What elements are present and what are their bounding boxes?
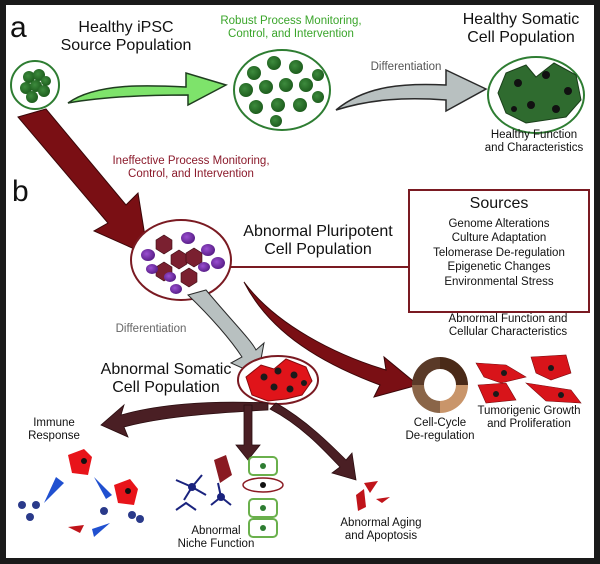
abnormal-niche-label: Abnormal Niche Function xyxy=(166,525,266,551)
immune-response-illustration xyxy=(18,449,144,537)
abnormal-aging-label: Abnormal Aging and Apoptosis xyxy=(326,517,436,543)
apoptosis-fragments xyxy=(356,481,390,511)
abnormal-somatic-line1: Abnormal Somatic xyxy=(100,361,232,378)
differentiation-label-b: Differentiation xyxy=(115,323,187,335)
healthy-somatic-title: Healthy Somatic Cell Population xyxy=(446,11,596,48)
abnormal-function-line1: Abnormal Function and xyxy=(448,313,568,325)
tumorigenic-cells xyxy=(475,354,582,404)
sources-list: Genome Alterations Culture Adaptation Te… xyxy=(409,217,589,289)
healthy-somatic-circle xyxy=(487,56,585,134)
healthy-ipsc-title: Healthy iPSC Source Population xyxy=(46,19,206,56)
diagram-canvas: a b Healthy iPSC Source Population Robus… xyxy=(6,5,594,558)
healthy-function-line2: and Characteristics xyxy=(484,142,584,155)
tumorigenic-line1: Tumorigenic Growth xyxy=(477,405,581,417)
niche-line2: Niche Function xyxy=(177,538,255,551)
cell-cycle-label: Cell-Cycle De-regulation xyxy=(400,417,480,443)
aging-line2: and Apoptosis xyxy=(344,530,418,543)
healthy-somatic-title-line2: Cell Population xyxy=(467,29,575,47)
source-item: Telomerase De-regulation xyxy=(433,246,565,259)
healthy-ipsc-source-circle xyxy=(10,60,60,110)
healthy-expanded-population xyxy=(233,49,331,131)
immune-line1: Immune xyxy=(33,417,75,429)
cell-cycle-line1: Cell-Cycle xyxy=(413,417,467,429)
cell-cycle-donut xyxy=(412,357,468,413)
source-item: Genome Alterations xyxy=(448,218,550,230)
healthy-somatic-title-line1: Healthy Somatic xyxy=(462,11,580,28)
source-item: Culture Adaptation xyxy=(451,232,547,245)
outcome-branch-arrows xyxy=(100,401,357,481)
tumorigenic-label: Tumorigenic Growth and Proliferation xyxy=(464,405,594,431)
abnormal-niche-illustration xyxy=(175,455,284,538)
healthy-ipsc-title-line2: Source Population xyxy=(60,37,192,55)
abnormal-somatic-line2: Cell Population xyxy=(112,379,220,397)
panel-label-a: a xyxy=(10,11,27,44)
abnormal-pluripotent-line1: Abnormal Pluripotent xyxy=(243,223,393,240)
abnormal-pluripotent-circle xyxy=(130,219,232,301)
immune-line2: Response xyxy=(28,430,80,443)
robust-process-label: Robust Process Monitoring, Control, and … xyxy=(196,15,386,41)
healthy-function-label: Healthy Function and Characteristics xyxy=(474,129,594,155)
abnormal-function-line2: Cellular Characteristics xyxy=(448,326,568,339)
source-item: Epigenetic Changes xyxy=(447,261,551,274)
sources-box xyxy=(408,189,590,313)
ineffective-process-arrow xyxy=(17,108,149,256)
ineffective-label-line1: Ineffective Process Monitoring, xyxy=(112,155,270,167)
healthy-ipsc-title-line1: Healthy iPSC xyxy=(78,19,174,36)
ineffective-label-line2: Control, and Intervention xyxy=(128,168,254,181)
tumorigenic-line2: and Proliferation xyxy=(487,418,571,431)
cell-cycle-line2: De-regulation xyxy=(405,430,475,443)
immune-response-label: Immune Response xyxy=(14,417,94,443)
sources-title: Sources xyxy=(469,195,529,212)
ineffective-process-label: Ineffective Process Monitoring, Control,… xyxy=(86,155,296,181)
robust-process-arrow xyxy=(67,71,228,107)
panel-label-b: b xyxy=(12,175,29,208)
aging-line1: Abnormal Aging xyxy=(340,517,422,529)
diagram-graphics xyxy=(10,49,590,538)
abnormal-pluripotent-title: Abnormal Pluripotent Cell Population xyxy=(228,223,408,260)
source-item: Environmental Stress xyxy=(444,275,554,288)
abnormal-somatic-title: Abnormal Somatic Cell Population xyxy=(86,361,246,398)
abnormal-somatic-circle xyxy=(237,355,319,405)
robust-label-line2: Control, and Intervention xyxy=(228,28,354,41)
differentiation-arrow-a xyxy=(335,68,488,113)
healthy-function-line1: Healthy Function xyxy=(490,129,578,141)
differentiation-label-a: Differentiation xyxy=(370,61,442,73)
robust-label-line1: Robust Process Monitoring, xyxy=(220,15,362,27)
abnormal-function-label: Abnormal Function and Cellular Character… xyxy=(418,313,598,339)
abnormal-pluripotent-line2: Cell Population xyxy=(264,241,372,259)
niche-line1: Abnormal xyxy=(191,525,241,537)
